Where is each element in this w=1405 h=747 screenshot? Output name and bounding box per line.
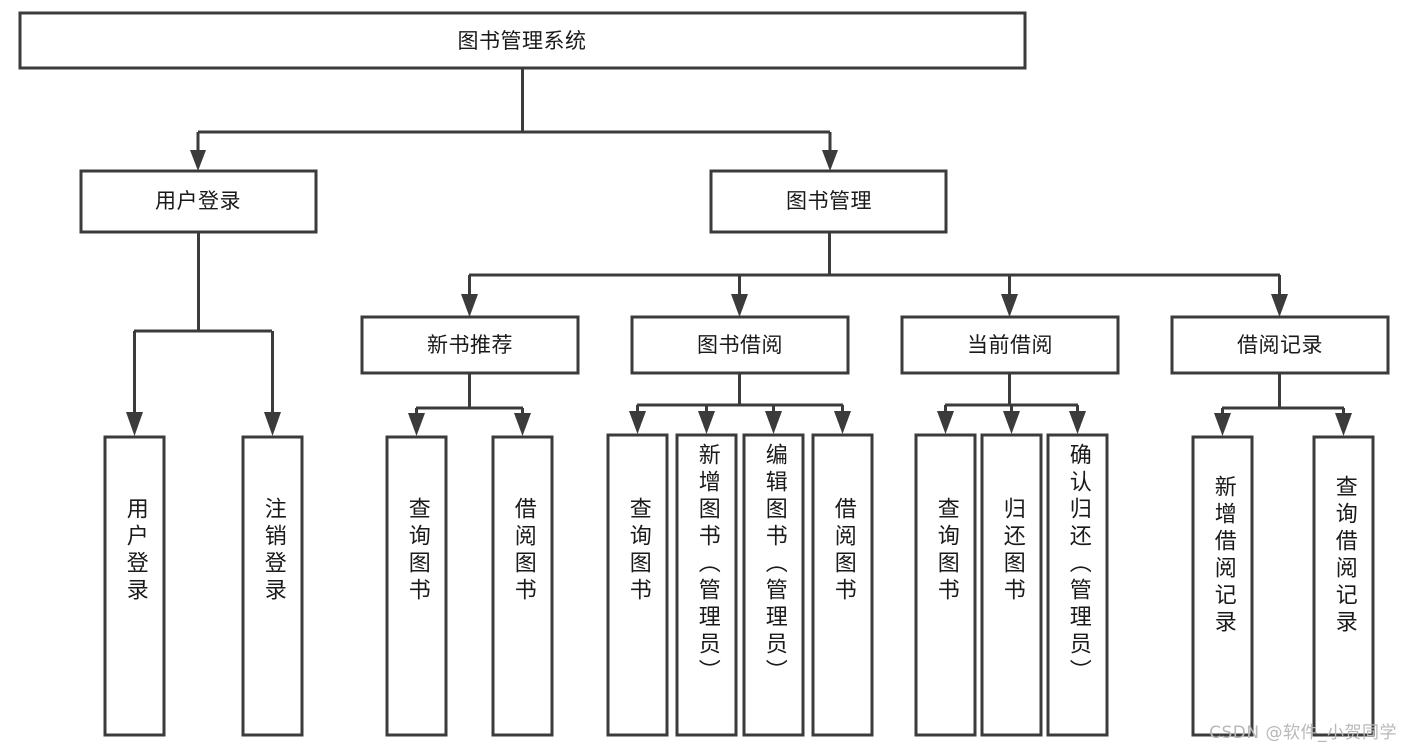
node-box-user-login[interactable] — [79, 169, 318, 234]
arrowhead-leaf-user-login — [126, 412, 143, 436]
node-box-current-borrow[interactable] — [900, 315, 1120, 375]
arrowhead-current-leaf-2 — [1003, 411, 1020, 434]
node-label-book-management: 图书管理 — [786, 189, 872, 213]
arrowhead-current-leaf-1 — [937, 411, 954, 434]
arrowhead-borrow-leaf-4 — [834, 411, 851, 434]
arrowhead-borrow-leaf-1 — [629, 411, 646, 434]
arrowhead-recommend-leaf-2 — [514, 413, 531, 436]
leaf-box-borrow-borrow-book[interactable] — [811, 433, 874, 737]
leaf-box-record-query[interactable] — [1312, 435, 1375, 737]
leaf-box-user-login[interactable] — [103, 435, 166, 737]
node-label-user-login: 用户登录 — [155, 189, 241, 213]
node-label-new-book-recommend: 新书推荐 — [427, 333, 513, 357]
leaf-box-recommend-query-book[interactable] — [385, 435, 448, 737]
arrowhead-borrow-record — [1271, 294, 1288, 317]
node-box-root[interactable] — [18, 11, 1027, 70]
node-label-current-borrow: 当前借阅 — [967, 333, 1053, 357]
arrowhead-current-leaf-3 — [1069, 411, 1086, 434]
arrowhead-recommend-leaf-1 — [408, 413, 425, 436]
arrowhead-record-leaf-1 — [1214, 413, 1231, 436]
arrowhead-borrow-leaf-2 — [698, 411, 715, 434]
leaf-box-borrow-edit-book[interactable] — [742, 433, 805, 737]
node-label-borrow-record: 借阅记录 — [1237, 333, 1323, 357]
leaf-box-logout[interactable] — [241, 435, 304, 737]
leaf-box-recommend-borrow-book[interactable] — [491, 435, 554, 737]
connectors-group — [126, 68, 1352, 436]
leaf-box-borrow-add-book[interactable] — [675, 433, 738, 737]
arrowhead-book-borrow — [731, 294, 748, 317]
node-box-new-book-recommend[interactable] — [360, 315, 580, 375]
arrowhead-user-login — [190, 150, 206, 171]
node-label-root: 图书管理系统 — [458, 29, 587, 53]
leaf-box-current-return-book[interactable] — [980, 433, 1043, 737]
leaf-box-record-add[interactable] — [1191, 435, 1254, 737]
nodes-group: 图书管理系统 用户登录 图书管理 新书推荐 图书借阅 当前借阅 借阅记录 — [18, 11, 1390, 737]
node-label-book-borrow: 图书借阅 — [697, 333, 783, 357]
arrowhead-borrow-leaf-3 — [765, 411, 782, 434]
leaf-box-borrow-query-book[interactable] — [606, 433, 669, 737]
leaf-box-current-confirm-return[interactable] — [1046, 433, 1109, 737]
arrowhead-record-leaf-2 — [1335, 413, 1352, 436]
node-box-book-borrow[interactable] — [630, 315, 850, 375]
arrowhead-current-borrow — [1001, 294, 1018, 317]
leaf-box-current-query-book[interactable] — [914, 433, 977, 737]
node-box-book-management[interactable] — [709, 169, 948, 234]
arrowhead-book-mgmt — [822, 150, 838, 171]
arrowhead-leaf-logout — [264, 412, 281, 436]
arrowhead-new-book-recommend — [461, 294, 478, 317]
node-box-borrow-record[interactable] — [1170, 315, 1390, 375]
